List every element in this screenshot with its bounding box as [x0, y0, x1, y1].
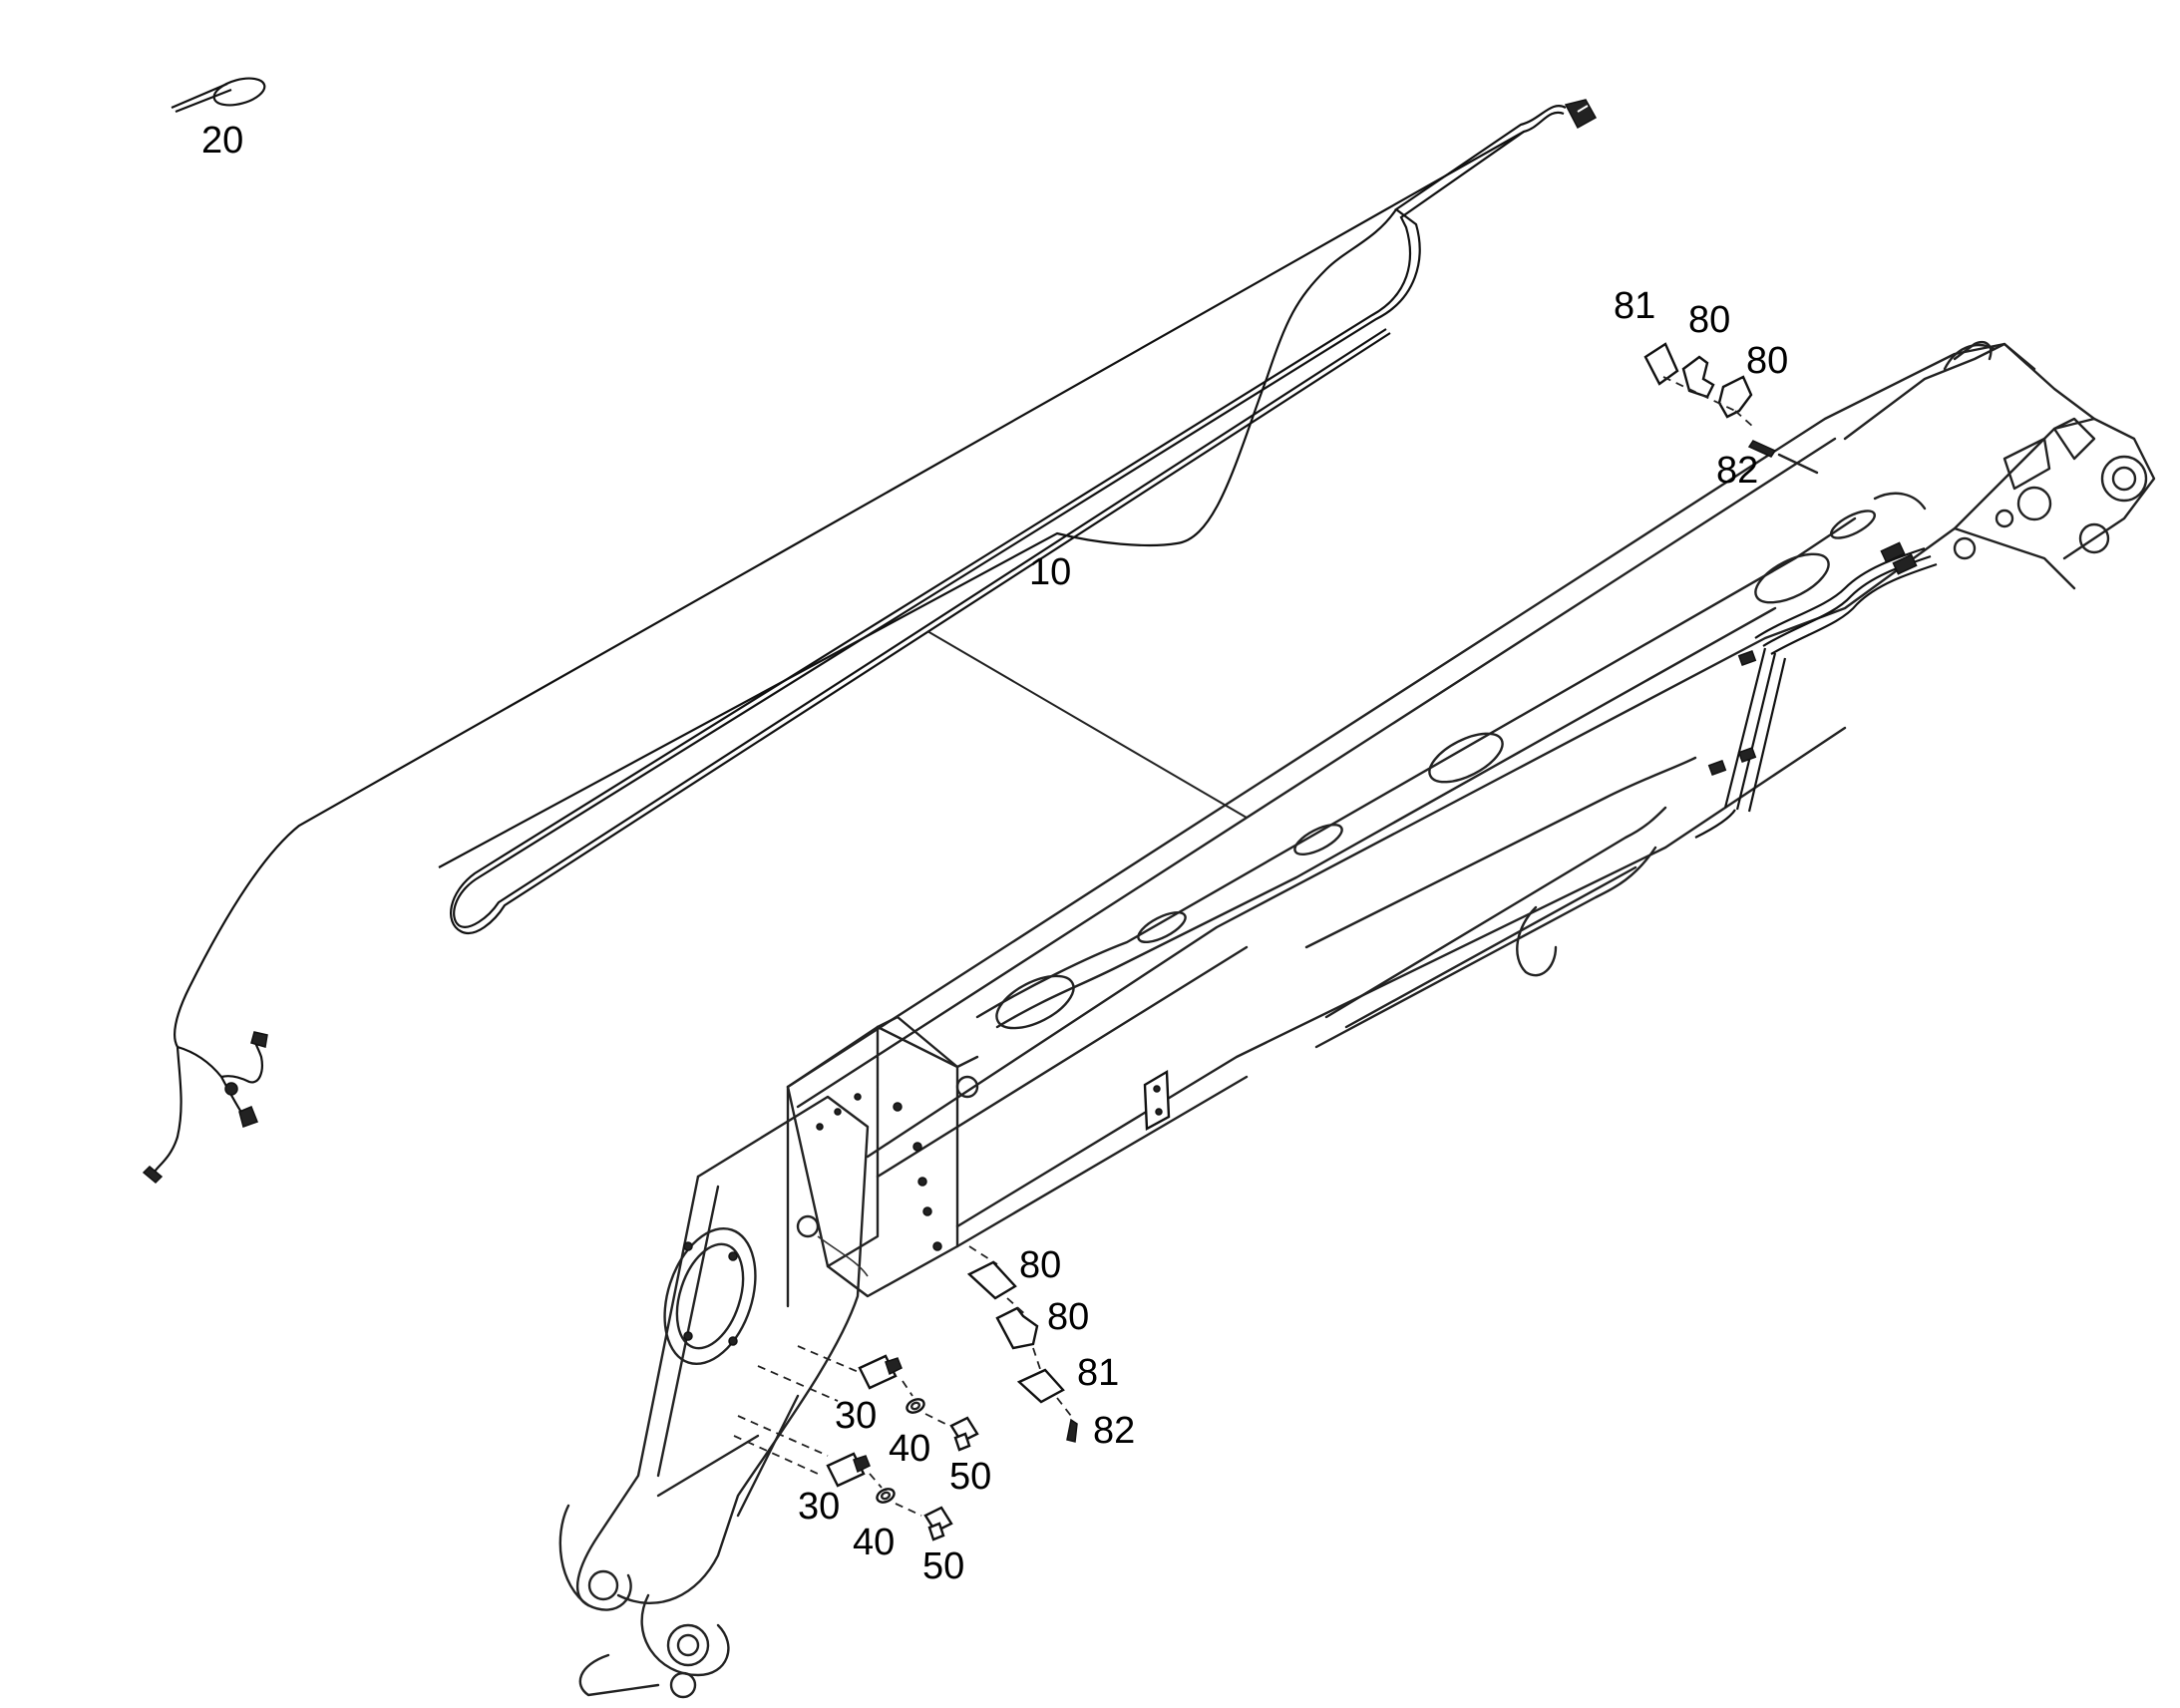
label-30-b: 30	[798, 1486, 841, 1528]
boom-arm	[558, 340, 2156, 1699]
label-81-top: 81	[1614, 285, 1656, 327]
wiring-harness-part-10	[142, 99, 1598, 1185]
fittings-group	[733, 1345, 979, 1541]
label-40-b: 40	[853, 1522, 896, 1563]
label-50-b: 50	[922, 1545, 965, 1587]
box-holes	[816, 1093, 942, 1251]
label-82-bottom: 82	[1093, 1410, 1136, 1452]
cable-tie-part-20	[171, 77, 266, 114]
label-20: 20	[201, 120, 244, 162]
label-80-bottom-b: 80	[1047, 1296, 1090, 1338]
label-80-bottom-a: 80	[1019, 1244, 1062, 1286]
label-81-bottom: 81	[1077, 1352, 1120, 1394]
label-50-a: 50	[949, 1456, 992, 1498]
leader-line-10	[926, 630, 1248, 819]
label-80-top-b: 80	[1746, 340, 1789, 382]
label-10: 10	[1029, 551, 1072, 593]
label-82-top: 82	[1716, 450, 1759, 492]
label-30-a: 30	[835, 1395, 878, 1437]
label-40-a: 40	[889, 1428, 931, 1470]
top-clamp-group	[1643, 342, 1819, 475]
label-80-top-a: 80	[1688, 299, 1731, 341]
bottom-clamp-group	[966, 1245, 1078, 1443]
